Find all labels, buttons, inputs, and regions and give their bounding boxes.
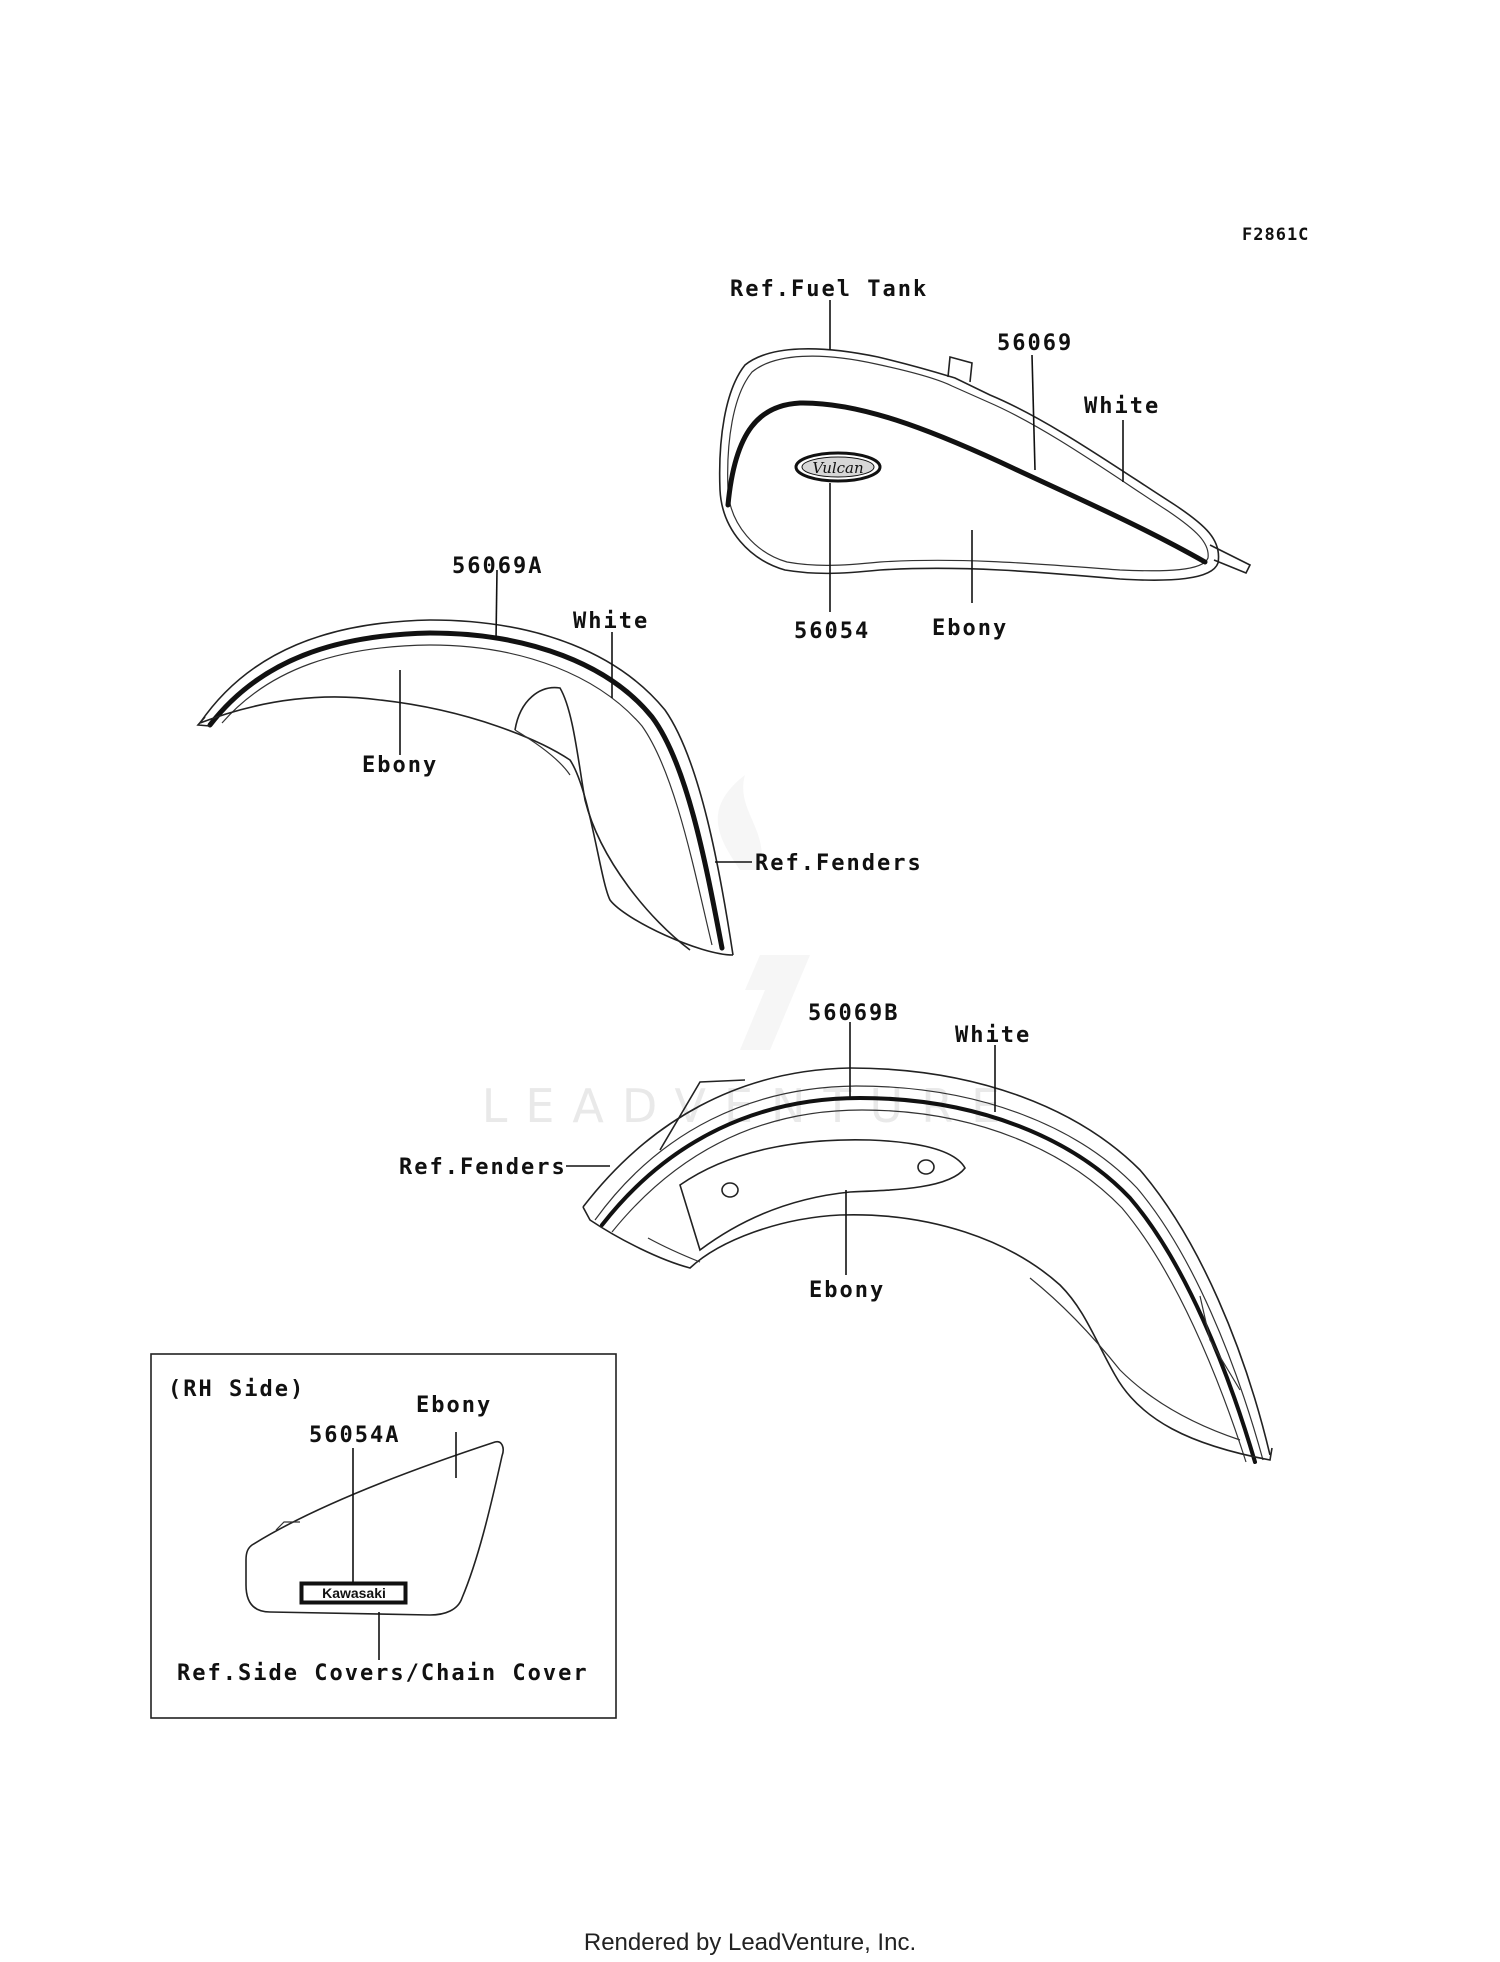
ref-fuel-tank-label: Ref.Fuel Tank: [730, 277, 928, 302]
vulcan-emblem-text: Vulcan: [812, 459, 863, 477]
ref-fenders-rear-label: Ref.Fenders: [399, 1155, 567, 1180]
fuel-tank-drawing: Vulcan: [718, 348, 1252, 581]
ebony-rear-label: Ebony: [809, 1278, 885, 1303]
ebony-tank-label: Ebony: [932, 616, 1008, 641]
watermark: LEADVENTURE: [482, 775, 1000, 1133]
emblem-56054a-label: 56054A: [309, 1423, 400, 1448]
stripe-56069a-label: 56069A: [452, 554, 543, 579]
ebony-front-label: Ebony: [362, 753, 438, 778]
white-tank-label: White: [1084, 394, 1160, 419]
stripe-56069-label: 56069: [997, 331, 1073, 356]
front-fender-group: 56069A White Ebony Ref.Fenders: [196, 554, 923, 956]
stripe-56069a-leader: [495, 569, 498, 641]
stripe-56069b-label: 56069B: [808, 1001, 899, 1026]
stripe-56069-leader: [1031, 354, 1036, 471]
rear-fender-group: 56069B White Ref.Fenders Ebony: [399, 1001, 1273, 1464]
vulcan-emblem-icon: Vulcan: [794, 451, 882, 483]
rh-side-label: (RH Side): [168, 1377, 305, 1402]
side-cover-drawing: Kawasaki: [245, 1440, 504, 1616]
rear-fender-drawing: [582, 1067, 1273, 1464]
fuel-tank-group: Vulcan Ref.Fuel Tank 56069 White Ebony 5…: [718, 277, 1252, 644]
white-front-label: White: [573, 609, 649, 634]
side-cover-inset: Kawasaki (RH Side) Ebony 56054A Ref.Side…: [150, 1353, 617, 1719]
ref-side-covers-label: Ref.Side Covers/Chain Cover: [177, 1661, 589, 1686]
figure-code: F2861C: [1242, 225, 1309, 245]
kawasaki-emblem-icon: Kawasaki: [299, 1581, 408, 1605]
footer-credit: Rendered by LeadVenture, Inc.: [584, 1929, 916, 1956]
front-fender-drawing: [196, 619, 734, 956]
kawasaki-emblem-text: Kawasaki: [322, 1585, 386, 1601]
ref-fenders-front-label: Ref.Fenders: [755, 851, 923, 876]
ebony-cover-label: Ebony: [416, 1393, 492, 1418]
emblem-56054-label: 56054: [794, 619, 870, 644]
white-rear-label: White: [955, 1023, 1031, 1048]
inset-frame: [150, 1353, 617, 1719]
watermark-logo-icon: [700, 775, 810, 1050]
